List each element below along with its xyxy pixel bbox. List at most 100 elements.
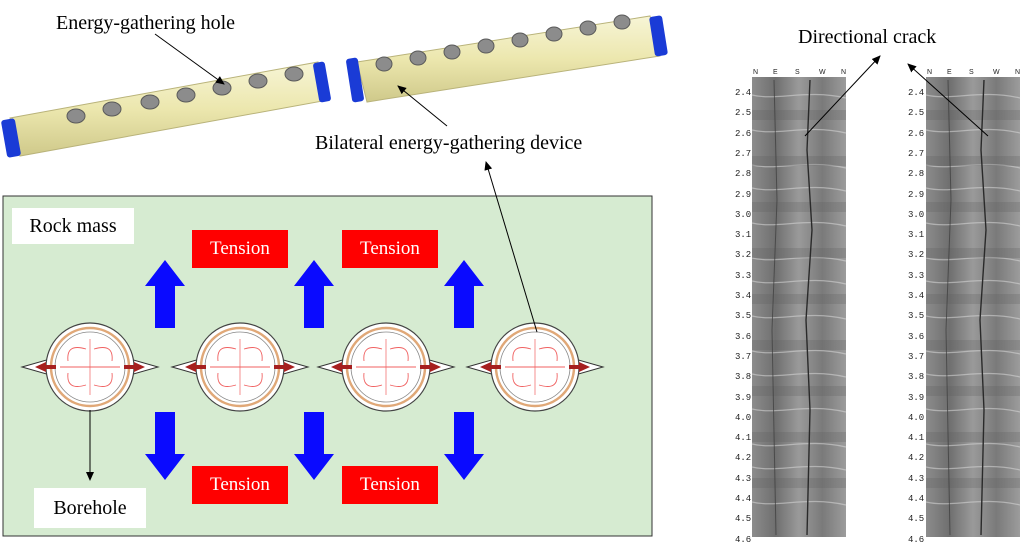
core-band (925, 349, 1021, 355)
hole-pointer-arrow (154, 33, 225, 85)
depth-tick: 4.0 (735, 412, 752, 423)
crack-pointer-left (804, 55, 881, 137)
depth-tick: 3.3 (735, 270, 752, 281)
compass-letter: N (841, 69, 847, 76)
core-strip-left (752, 77, 846, 537)
flow-curve (538, 347, 558, 362)
depth-tick: 3.1 (735, 230, 752, 241)
core-dark-band (752, 110, 846, 120)
core-band (751, 221, 847, 227)
compass-letter: N (753, 69, 759, 76)
depth-tick: 4.1 (908, 433, 925, 444)
flow-curve (389, 372, 409, 387)
core-dark-band (752, 340, 846, 350)
depth-tick: 2.6 (908, 128, 925, 139)
energy-hole (545, 26, 563, 42)
energy-hole (477, 38, 495, 54)
core-dark-band (926, 202, 1020, 212)
core-band (925, 407, 1021, 413)
depth-tick: 3.9 (908, 392, 925, 403)
depth-tick: 4.2 (908, 453, 925, 464)
depth-tick: 2.9 (735, 189, 752, 200)
depth-tick: 3.6 (735, 331, 752, 342)
core-band (925, 256, 1021, 262)
flow-curve (243, 347, 263, 362)
core-band (751, 407, 847, 413)
tension-label-top-2: Tension (342, 230, 438, 268)
depth-tick: 4.5 (908, 514, 925, 525)
depth-tick: 3.3 (908, 270, 925, 281)
compass-letter: W (819, 69, 826, 76)
core-dark-band (926, 110, 1020, 120)
right-tube (346, 14, 668, 103)
rock-mass-label: Rock mass (12, 208, 134, 244)
device-pointer-arrow (397, 85, 448, 127)
core-band (751, 93, 847, 99)
core-band (925, 221, 1021, 227)
depth-tick: 3.2 (735, 250, 752, 261)
flow-curve (93, 347, 113, 362)
up-arrow (444, 260, 484, 328)
depth-tick: 3.7 (908, 351, 925, 362)
right-tube-cap-left (346, 57, 364, 103)
core-band (925, 279, 1021, 285)
energy-hole (284, 66, 304, 82)
blast-arrow-right (569, 362, 590, 372)
flow-curve (243, 372, 263, 387)
depth-tick: 2.5 (735, 108, 752, 119)
depth-tick: 4.3 (908, 473, 925, 484)
down-arrow (145, 412, 185, 480)
depth-tick: 3.4 (735, 291, 752, 301)
core-dark-band (752, 294, 846, 304)
depth-tick: 3.7 (735, 351, 752, 362)
core-band (751, 163, 847, 169)
depth-tick: 3.2 (908, 250, 925, 261)
energy-hole (375, 56, 393, 72)
right-tube-cap-right (649, 15, 668, 57)
left-tube-cap-left (1, 118, 21, 158)
core-band (751, 372, 847, 378)
crack-line-secondary (945, 79, 952, 536)
core-log-right (925, 77, 1021, 537)
blast-arrow-left (331, 362, 352, 372)
core-band (751, 279, 847, 285)
energy-hole (66, 108, 86, 124)
energy-hole (176, 87, 196, 103)
down-arrow (294, 412, 334, 480)
energy-hole (140, 94, 160, 110)
core-band (751, 500, 847, 506)
core-band (925, 465, 1021, 471)
crack-line (805, 79, 813, 536)
depth-tick: 4.0 (908, 412, 925, 423)
flow-curve (93, 372, 113, 387)
blast-arrow-right (420, 362, 441, 372)
core-band (925, 163, 1021, 169)
depth-tick: 3.5 (735, 311, 752, 322)
depth-tick: 3.0 (908, 209, 925, 220)
core-band (751, 465, 847, 471)
core-dark-band (926, 156, 1020, 166)
borehole (20, 322, 160, 412)
crack-pointer-right (907, 63, 989, 137)
core-band (751, 442, 847, 448)
up-arrow (145, 260, 185, 328)
energy-gathering-hole-label: Energy-gathering hole (56, 12, 236, 34)
flow-curve (512, 372, 532, 387)
depth-tick: 2.4 (735, 88, 752, 98)
core-band (751, 186, 847, 192)
core-dark-band (752, 478, 846, 488)
depth-tick: 4.2 (735, 453, 752, 464)
borehole (170, 322, 310, 412)
crack-line-secondary (771, 79, 778, 536)
depth-tick: 4.4 (908, 494, 925, 504)
depth-tick: 4.3 (735, 473, 752, 484)
energy-hole (248, 73, 268, 89)
compass-letter: N (927, 69, 933, 76)
core-band (925, 128, 1021, 134)
depth-tick: 3.0 (735, 209, 752, 220)
energy-hole (613, 14, 631, 30)
depth-tick: 2.7 (735, 148, 752, 159)
energy-hole (579, 20, 597, 36)
